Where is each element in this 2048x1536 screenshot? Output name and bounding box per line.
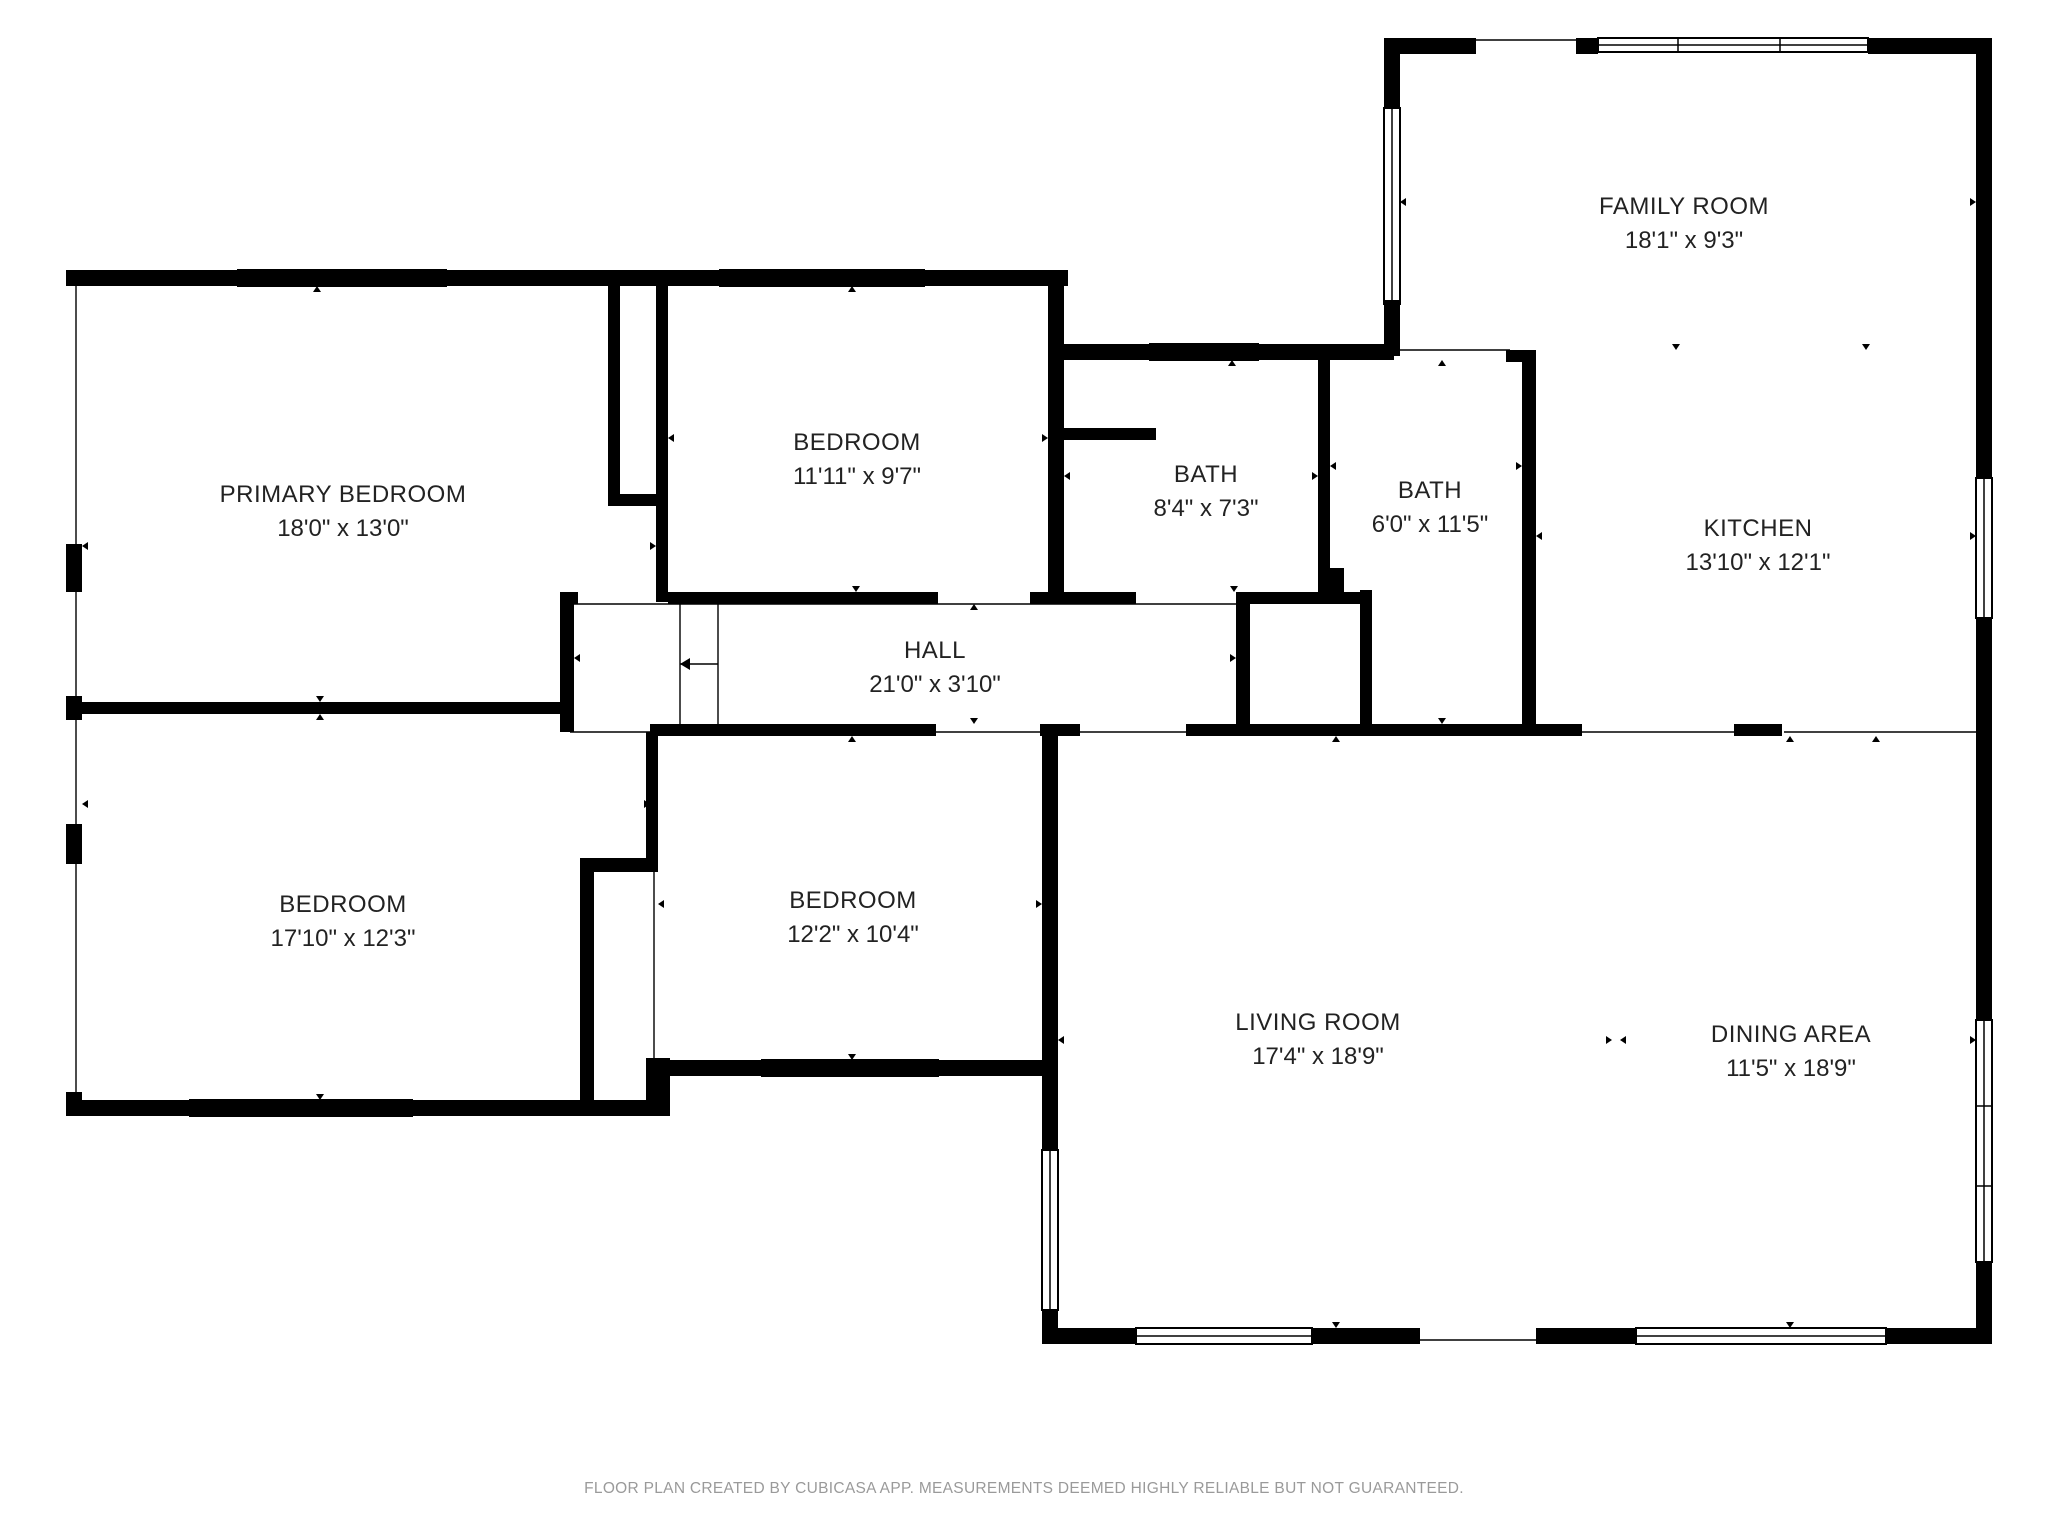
room-dimensions: 11'5" x 18'9" (1726, 1055, 1856, 1082)
room-dimensions: 17'4" x 18'9" (1252, 1043, 1384, 1070)
room-name: KITCHEN (1704, 515, 1813, 542)
room-label-family-room: FAMILY ROOM 18'1" x 9'3" (1599, 193, 1769, 254)
room-dimensions: 6'0" x 11'5" (1372, 511, 1489, 538)
room-dimensions: 18'0" x 13'0" (277, 515, 409, 542)
room-name: BATH (1174, 461, 1238, 488)
room-dimensions: 13'10" x 12'1" (1686, 549, 1831, 576)
window (1975, 1019, 1993, 1263)
room-label-bedroom-mid: BEDROOM 12'2" x 10'4" (787, 887, 919, 948)
room-label-bath-right: BATH 6'0" x 11'5" (1372, 477, 1489, 538)
room-label-bedroom-top: BEDROOM 11'11" x 9'7" (793, 429, 921, 490)
room-label-bath-left: BATH 8'4" x 7'3" (1154, 461, 1259, 522)
walls (66, 38, 1992, 1344)
room-dimensions: 12'2" x 10'4" (787, 921, 919, 948)
room-label-kitchen: KITCHEN 13'10" x 12'1" (1686, 515, 1831, 576)
room-dimensions: 11'11" x 9'7" (793, 463, 921, 490)
room-label-primary-bedroom: PRIMARY BEDROOM 18'0" x 13'0" (220, 481, 467, 542)
room-name: PRIMARY BEDROOM (220, 481, 467, 508)
room-name: HALL (904, 637, 966, 664)
room-name: DINING AREA (1711, 1021, 1871, 1048)
window (1383, 107, 1401, 305)
room-dimensions: 8'4" x 7'3" (1154, 495, 1259, 522)
window (1975, 477, 1993, 619)
room-name: BEDROOM (793, 429, 921, 456)
room-label-living-room: LIVING ROOM 17'4" x 18'9" (1235, 1009, 1401, 1070)
room-name: BEDROOM (789, 887, 917, 914)
window (1041, 1149, 1059, 1311)
room-name: BEDROOM (279, 891, 407, 918)
room-dimensions: 21'0" x 3'10" (869, 671, 1001, 698)
window (1635, 1327, 1887, 1345)
dimension-markers (82, 198, 1976, 1328)
disclaimer-text: FLOOR PLAN CREATED BY CUBICASA APP. MEAS… (584, 1480, 1464, 1497)
window (1135, 1327, 1313, 1345)
room-label-hall: HALL 21'0" x 3'10" (869, 637, 1001, 698)
room-dimensions: 17'10" x 12'3" (271, 925, 416, 952)
room-label-dining-area: DINING AREA 11'5" x 18'9" (1711, 1021, 1871, 1082)
room-dimensions: 18'1" x 9'3" (1625, 227, 1743, 254)
room-name: BATH (1398, 477, 1462, 504)
room-name: LIVING ROOM (1235, 1009, 1401, 1036)
room-label-bedroom-left: BEDROOM 17'10" x 12'3" (271, 891, 416, 952)
window (1597, 37, 1869, 53)
room-name: FAMILY ROOM (1599, 193, 1769, 220)
